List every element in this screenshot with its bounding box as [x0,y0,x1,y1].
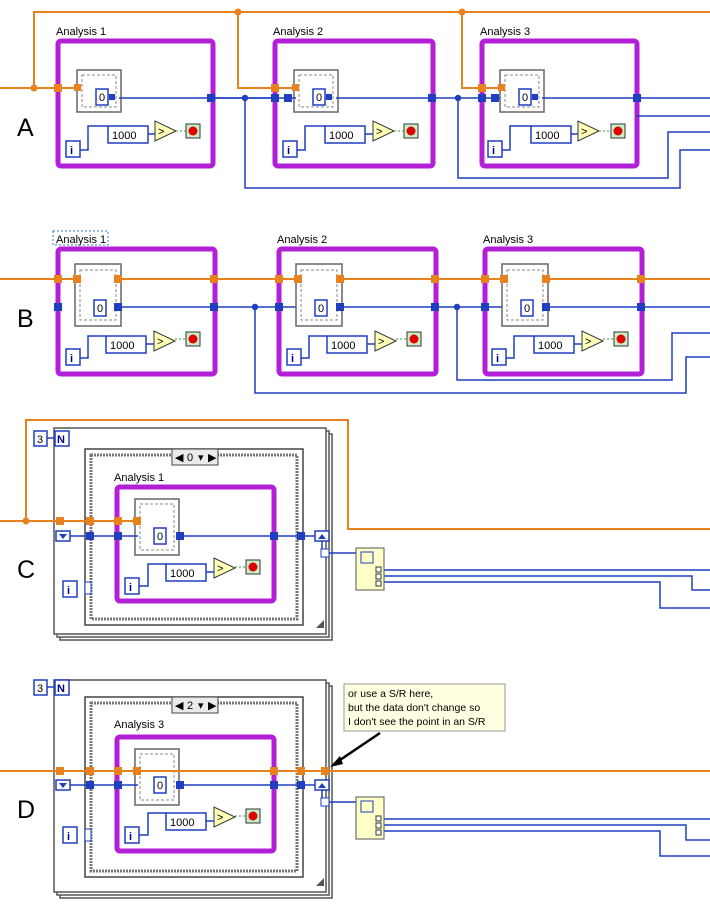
iteration-terminal [62,580,78,598]
section-letter: C [17,556,35,584]
svg-text:>: > [585,336,591,348]
iteration-terminal [62,826,78,844]
frame-label: Analysis 1 [114,472,164,484]
svg-text:N: N [57,434,65,446]
svg-text:>: > [378,336,384,348]
svg-text:>: > [158,126,164,138]
svg-text:i: i [129,831,132,843]
svg-text:i: i [496,353,499,365]
svg-text:◀: ◀ [175,700,184,712]
svg-text:i: i [70,353,73,365]
analysis-frame: Analysis 1 0 i 1000 > [114,472,277,604]
data-wire [119,94,710,189]
analysis-frame: Analysis 2 0 i 1000 > [276,234,439,377]
frame-label: Analysis 1 [56,26,106,38]
label-selection-box [52,230,109,246]
svg-text:▶: ▶ [208,700,217,712]
section-c: C ◀ 0 ▾ ▶ 3 N Analysis 1 0 i 10 [0,419,710,641]
case-selector[interactable] [171,448,219,466]
iteration-value: 0 [97,303,103,315]
iteration-value: 0 [157,780,163,792]
tunnels [54,275,645,311]
analysis-frame: Analysis 2 0 i 1000 > [272,26,436,169]
frame-label: Analysis 3 [480,26,530,38]
svg-text:▾: ▾ [198,452,204,464]
svg-text:i: i [67,585,70,597]
note-line: but the data don't change so [348,702,480,714]
iteration-value: 0 [316,92,322,104]
iteration-terminal [286,348,302,366]
analysis-frame: Analysis 3 0 i 1000 > [114,719,277,854]
svg-text:1000: 1000 [538,340,562,352]
comment-note: or use a S/R here, but the data don't ch… [330,683,506,767]
tunnels [56,767,329,789]
note-arrow [333,731,381,766]
analysis-frame: Analysis 1 0 i 1000 > [55,26,216,169]
iteration-value: 0 [99,92,105,104]
iteration-terminal [491,348,507,366]
case-selector-value: 2 [187,700,193,712]
iteration-value: 0 [157,531,163,543]
svg-text:i: i [70,145,73,157]
note-line: I don't see the point in an S/R [348,716,486,728]
iteration-value: 0 [522,92,528,104]
section-letter: A [17,114,34,142]
frame-label: Analysis 3 [483,234,533,246]
svg-text:1000: 1000 [170,817,194,829]
section-a: A Analysis 1 0 i 1000 > [0,8,710,189]
iteration-value: 0 [524,303,530,315]
tunnels [54,84,641,102]
svg-text:1000: 1000 [112,130,136,142]
svg-text:▶: ▶ [208,452,217,464]
analysis-frame: Analysis 3 0 i 1000 > [482,234,645,377]
svg-text:1000: 1000 [329,130,353,142]
svg-text:>: > [217,812,223,824]
svg-text:>: > [376,126,382,138]
iteration-terminal [65,140,81,158]
section-letter: B [17,305,34,333]
frame-label: Analysis 2 [277,234,327,246]
svg-text:i: i [129,582,132,594]
data-wire [117,303,710,394]
analysis-frame: Analysis 1 0 i 1000 > [55,234,218,377]
svg-text:i: i [67,831,70,843]
svg-text:1000: 1000 [331,340,355,352]
frame-label: Analysis 3 [114,719,164,731]
case-selector-value: 0 [187,452,193,464]
svg-text:i: i [291,353,294,365]
svg-text:i: i [287,145,290,157]
error-wire [0,8,710,92]
svg-text:>: > [157,336,163,348]
iteration-display [95,88,109,106]
svg-text:▾: ▾ [198,700,204,712]
section-b: B Analysis 1 0 i 1000 > [0,230,710,394]
analysis-frame: Analysis 3 0 i 1000 > [479,26,640,169]
svg-text:>: > [217,563,223,575]
iteration-terminal [282,140,298,158]
svg-text:1000: 1000 [170,568,194,580]
svg-text:i: i [492,145,495,157]
svg-text:1000: 1000 [535,130,559,142]
svg-text:1000: 1000 [110,340,134,352]
section-letter: D [17,796,35,824]
svg-text:3: 3 [37,683,43,695]
tunnels [56,517,305,540]
note-line: or use a S/R here, [348,688,433,700]
frame-label: Analysis 2 [273,26,323,38]
frame-label: Analysis 1 [56,234,106,246]
svg-text:3: 3 [37,434,43,446]
iteration-terminal [65,348,81,366]
iteration-terminal [487,140,503,158]
iteration-value: 0 [318,303,324,315]
case-selector[interactable] [171,696,219,714]
greater-than-node [154,120,178,142]
section-d: D ◀ 2 ▾ ▶ 3 N Analysis 3 0 i 1000 > [0,679,710,899]
svg-text:>: > [581,126,587,138]
svg-text:◀: ◀ [175,452,184,464]
svg-text:N: N [57,683,65,695]
